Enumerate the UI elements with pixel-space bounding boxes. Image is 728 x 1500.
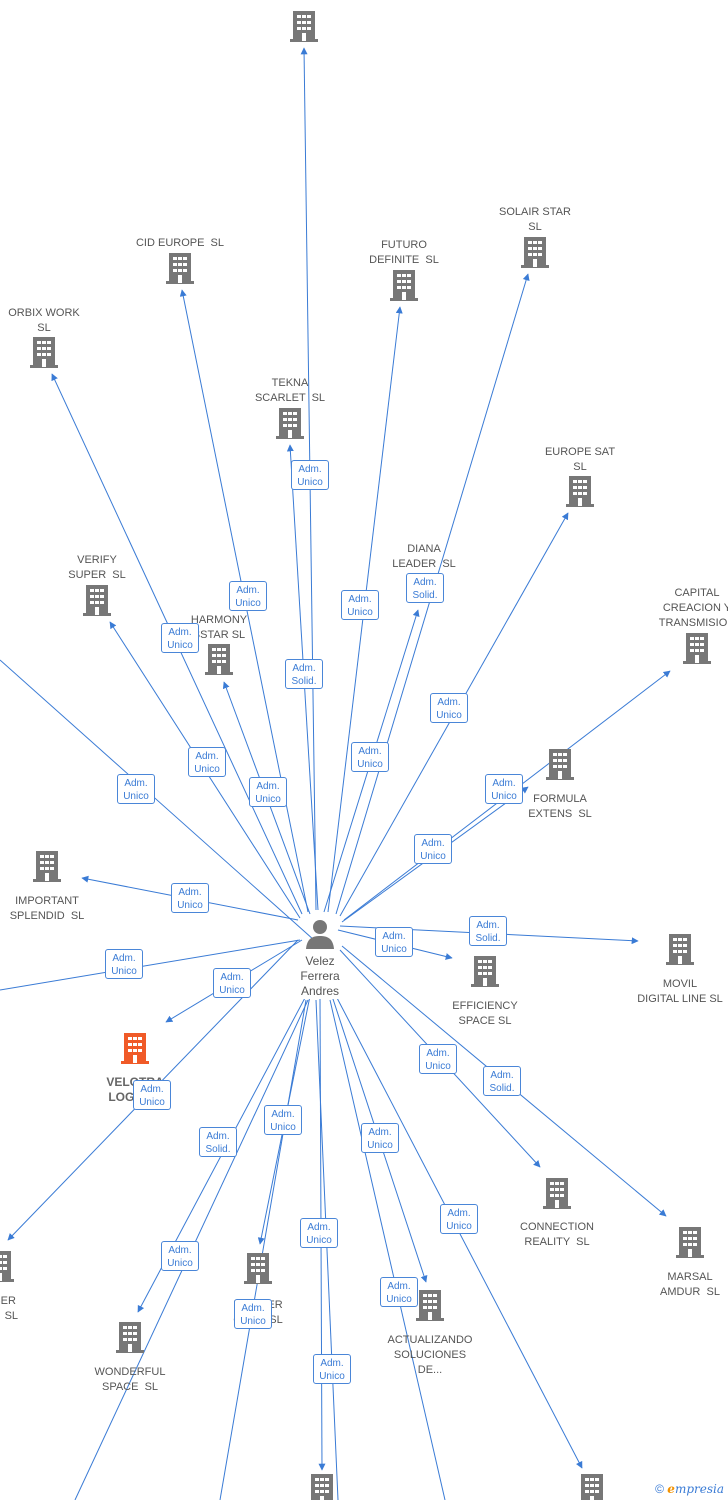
building-icon-connection[interactable] [543, 1178, 571, 1209]
node-label-verify[interactable]: VERIFY SUPER SL [68, 554, 126, 581]
role-badge-14[interactable]: Adm. Unico [375, 927, 413, 957]
edge-29 [315, 999, 339, 1500]
node-label-futuro[interactable]: FUTURO DEFINITE SL [369, 239, 439, 266]
node-label-actualizando[interactable]: ACTUALIZANDO SOLUCIONES DE... [387, 1334, 473, 1376]
node-label-diana[interactable]: DIANA LEADER SL [392, 543, 456, 570]
building-icon-marsal[interactable] [676, 1227, 704, 1258]
building-icon-efficiency[interactable] [471, 956, 499, 987]
role-badge-19[interactable]: Adm. Solid. [483, 1066, 521, 1096]
edge-25 [0, 659, 315, 941]
edge-24 [0, 939, 301, 991]
building-icon-formula[interactable] [546, 749, 574, 780]
role-badge-3[interactable]: Adm. Solid. [406, 573, 444, 603]
node-label-wonderful[interactable]: WONDERFUL SPACE SL [94, 1366, 166, 1393]
building-icon-solair[interactable] [521, 237, 549, 268]
building-icon-laser[interactable] [0, 1251, 14, 1282]
node-label-cid[interactable]: CID EUROPE SL [135, 237, 225, 249]
building-icon-top[interactable] [290, 11, 318, 42]
node-label-capital[interactable]: CAPITAL CREACION Y TRANSMISION [658, 587, 728, 629]
building-icon-europesat[interactable] [566, 476, 594, 507]
node-label-important[interactable]: IMPORTANT SPLENDID SL [9, 895, 85, 922]
role-badge-28[interactable]: Adm. Unico [234, 1299, 272, 1329]
role-badge-1[interactable]: Adm. Unico [229, 581, 267, 611]
role-badge-9[interactable]: Adm. Unico [351, 742, 389, 772]
role-badge-10[interactable]: Adm. Unico [249, 777, 287, 807]
building-icon-harmony[interactable] [205, 644, 233, 675]
role-badge-15[interactable]: Adm. Solid. [469, 916, 507, 946]
building-icon-wonderful[interactable] [116, 1322, 144, 1353]
role-badge-22[interactable]: Adm. Unico [264, 1105, 302, 1135]
copyright-symbol: © [655, 1482, 664, 1496]
node-label-movil[interactable]: MOVIL DIGITAL LINE SL [637, 978, 723, 1005]
building-icon-cid[interactable] [166, 253, 194, 284]
role-badge-25[interactable]: Adm. Unico [300, 1218, 338, 1248]
building-icon-dpinder[interactable] [244, 1253, 272, 1284]
role-badge-2[interactable]: Adm. Unico [341, 590, 379, 620]
building-icon-futuro[interactable] [390, 270, 418, 301]
role-badge-5[interactable]: Adm. Solid. [285, 659, 323, 689]
role-badge-20[interactable]: Adm. Unico [133, 1080, 171, 1110]
building-icon-capital[interactable] [683, 633, 711, 664]
role-badge-26[interactable]: Adm. Unico [440, 1204, 478, 1234]
role-badge-27[interactable]: Adm. Unico [380, 1277, 418, 1307]
node-label-formula[interactable]: FORMULA EXTENS SL [528, 793, 592, 820]
node-label-europesat[interactable]: EUROPE SAT SL [544, 446, 616, 473]
person-icon[interactable] [305, 918, 335, 950]
edge-28 [329, 999, 446, 1500]
node-label-efficiency[interactable]: EFFICIENCY SPACE SL [452, 1000, 518, 1027]
building-icon-bottom1[interactable] [308, 1474, 336, 1500]
building-icon-important[interactable] [33, 851, 61, 882]
role-badge-0[interactable]: Adm. Unico [291, 460, 329, 490]
building-icon-velotra[interactable] [121, 1033, 149, 1064]
building-icon-actualizando[interactable] [416, 1290, 444, 1321]
role-badge-17[interactable]: Adm. Unico [213, 968, 251, 998]
node-label-orbix[interactable]: ORBIX WORK SL [8, 307, 80, 334]
node-label-marsal[interactable]: MARSAL AMDUR SL [660, 1271, 720, 1298]
edge-27 [219, 999, 307, 1500]
node-label-solair[interactable]: SOLAIR STAR SL [499, 206, 571, 233]
copyright-footer: © empresia [655, 1482, 724, 1496]
role-badge-11[interactable]: Adm. Unico [485, 774, 523, 804]
role-badge-16[interactable]: Adm. Unico [105, 949, 143, 979]
node-label-tekna[interactable]: TEKNA SCARLET SL [254, 377, 326, 404]
brand-name: mpresia [674, 1482, 724, 1496]
role-badge-4[interactable]: Adm. Unico [161, 623, 199, 653]
role-badge-18[interactable]: Adm. Unico [419, 1044, 457, 1074]
role-badge-7[interactable]: Adm. Unico [188, 747, 226, 777]
node-label-laser[interactable]: ...SER ...S SL [0, 1295, 19, 1322]
brand-initial: e [667, 1482, 675, 1496]
role-badge-21[interactable]: Adm. Solid. [199, 1127, 237, 1157]
building-icon-orbix[interactable] [30, 337, 58, 368]
building-icon-tekna[interactable] [276, 408, 304, 439]
building-icon-movil[interactable] [666, 934, 694, 965]
role-badge-12[interactable]: Adm. Unico [414, 834, 452, 864]
role-badge-6[interactable]: Adm. Unico [430, 693, 468, 723]
center-person-label[interactable]: Velez Ferrera Andres [300, 954, 340, 999]
role-badge-23[interactable]: Adm. Unico [361, 1123, 399, 1153]
brand-logo[interactable]: empresia [667, 1482, 724, 1496]
role-badge-29[interactable]: Adm. Unico [313, 1354, 351, 1384]
node-label-harmony[interactable]: HARMONY SSTAR SL [190, 614, 248, 641]
role-badge-24[interactable]: Adm. Unico [161, 1241, 199, 1271]
role-badge-8[interactable]: Adm. Unico [117, 774, 155, 804]
role-badge-13[interactable]: Adm. Unico [171, 883, 209, 913]
building-icon-verify[interactable] [83, 585, 111, 616]
node-label-connection[interactable]: CONNECTION REALITY SL [520, 1221, 594, 1248]
building-icon-bottom2[interactable] [578, 1474, 606, 1500]
